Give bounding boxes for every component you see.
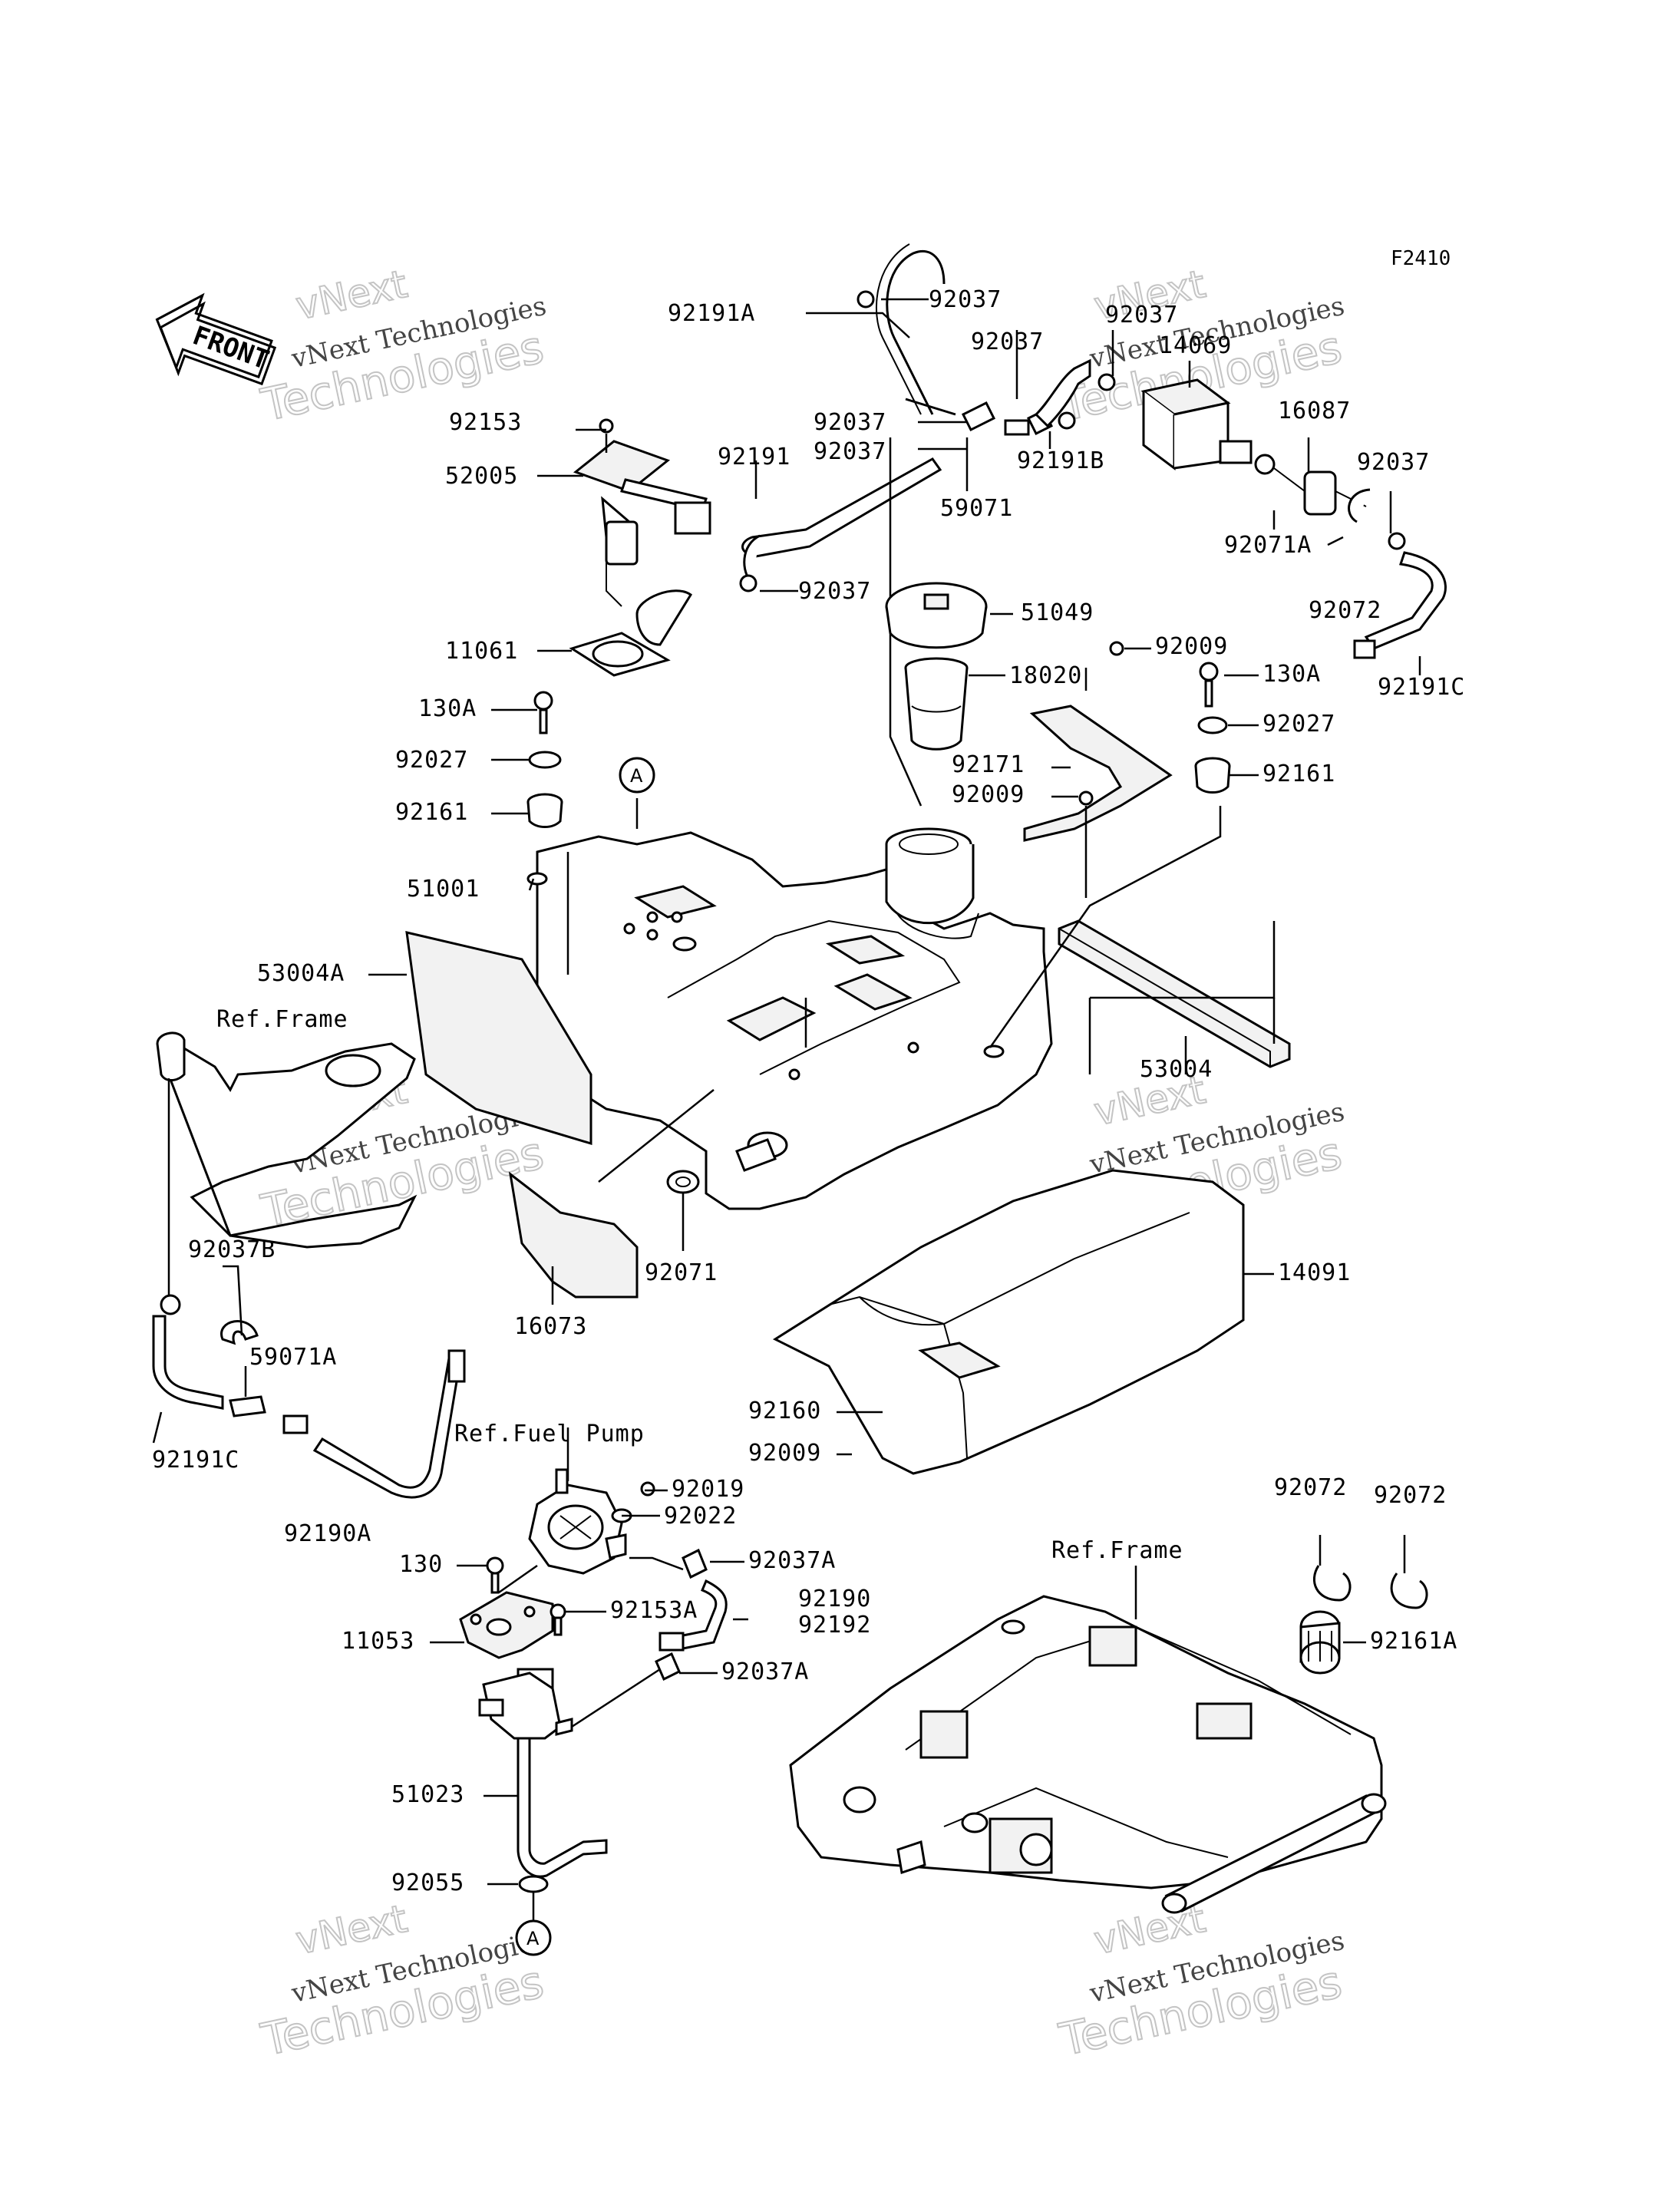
part-label: 51001 [407, 876, 480, 903]
bracket-16073 [508, 1171, 639, 1299]
part-label: 53004 [1140, 1056, 1213, 1083]
part-label: 92071 [645, 1259, 718, 1286]
part-label: 92072 [1374, 1482, 1447, 1509]
fuel-tank [526, 827, 1053, 1210]
part-label: 92153 [449, 409, 522, 436]
part-label: 59071A [249, 1344, 337, 1371]
part-label: 130A [418, 695, 477, 722]
front-arrow-icon: FRONT [155, 292, 277, 386]
part-label: 92072 [1309, 597, 1381, 624]
part-label: 11053 [342, 1628, 414, 1655]
part-label: 92160 [748, 1398, 821, 1424]
part-label: 92037 [971, 328, 1044, 355]
part-label: 92191C [1378, 674, 1465, 701]
part-label: 92190A [284, 1520, 371, 1547]
part-label: 92071A [1224, 532, 1312, 559]
part-label: 92037B [188, 1236, 276, 1263]
fuel-gauge-assembly [569, 418, 711, 677]
part-label: 11061 [445, 638, 518, 665]
part-label: 92191C [152, 1447, 239, 1474]
part-label: 130 [399, 1551, 443, 1578]
pad-53004a [405, 931, 592, 1146]
watermark-text: vNext [292, 262, 411, 328]
tray-14091 [772, 1169, 1245, 1475]
part-label: 92037 [1105, 302, 1178, 328]
part-label: 92161 [395, 799, 468, 826]
part-label: 14069 [1159, 332, 1232, 359]
part-label: 92161 [1262, 761, 1335, 787]
leader-lines [152, 298, 1421, 1886]
part-label: 92037 [814, 438, 886, 465]
part-label: 51049 [1021, 599, 1094, 626]
part-label: 16087 [1278, 398, 1351, 424]
circle-marker-a-top: A [619, 757, 655, 794]
part-label: 92191B [1017, 447, 1104, 474]
fuel-cap-assembly [885, 582, 988, 751]
part-label: 92022 [664, 1503, 737, 1530]
part-label: 92171 [952, 751, 1025, 778]
part-label: 53004A [257, 960, 345, 987]
part-label: 92027 [1262, 711, 1335, 738]
part-label: 92037A [748, 1547, 836, 1574]
hose-92191c-left [152, 1315, 466, 1499]
part-label: 92027 [395, 747, 468, 774]
part-label: 14091 [1278, 1259, 1351, 1286]
frame-reference-bottom [789, 1565, 1428, 1914]
part-label: 51023 [391, 1781, 464, 1808]
part-label: Ref.Frame [216, 1006, 348, 1033]
mounting-hardware [526, 641, 1231, 842]
part-label: 92192 [798, 1612, 871, 1639]
part-label: 92191 [718, 444, 790, 470]
figure-code: F2410 [1391, 247, 1451, 270]
vent-hose-assembly [739, 243, 1447, 807]
part-label: 92009 [748, 1440, 821, 1467]
part-label: 92055 [391, 1870, 464, 1896]
part-label: 92037 [1357, 449, 1430, 476]
part-label: 92019 [672, 1476, 744, 1503]
watermark-text: vNext [292, 1896, 411, 1963]
pad-53004 [1058, 919, 1291, 1068]
circle-marker-label: A [526, 1928, 540, 1949]
part-label: 92190 [798, 1586, 871, 1612]
part-label: 59071 [940, 495, 1013, 522]
circle-marker-a-bottom: A [515, 1919, 552, 1956]
part-label: 130A [1262, 661, 1321, 688]
part-label: 16073 [514, 1313, 587, 1340]
part-label: 92037 [929, 286, 1002, 313]
part-label: 52005 [445, 463, 518, 490]
part-label: 92153A [610, 1597, 698, 1624]
fuel-pump-assembly [459, 1468, 728, 1922]
part-label: 92161A [1370, 1628, 1457, 1655]
part-label: 92037A [721, 1658, 809, 1685]
part-label: Ref.Frame [1051, 1537, 1183, 1564]
part-label: 92009 [1155, 633, 1228, 660]
part-label: 18020 [1009, 662, 1082, 689]
part-label: Ref.Fuel Pump [454, 1421, 645, 1447]
part-label: 92009 [952, 781, 1025, 808]
part-label: 92191A [668, 300, 755, 327]
part-label: 92072 [1274, 1474, 1347, 1501]
circle-marker-label: A [630, 765, 643, 787]
part-label: 92037 [798, 578, 871, 605]
part-labels: 92191A 92037 92037 92037 14069 92037 920… [152, 286, 1465, 1896]
frame-reference-left [156, 1031, 418, 1315]
part-label: 92037 [814, 409, 886, 436]
